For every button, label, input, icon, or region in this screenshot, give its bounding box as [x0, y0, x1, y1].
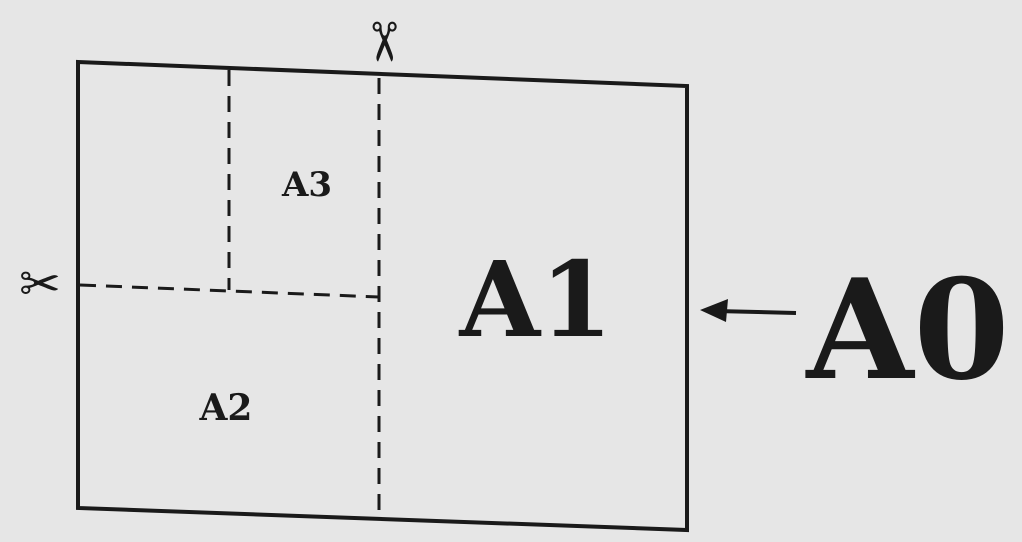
cut-line-horizontal [79, 283, 380, 299]
scissors-icon: ✂ [352, 19, 415, 64]
label-a3: A3 [281, 165, 332, 205]
label-a2: A2 [199, 387, 253, 429]
label-a1: A1 [458, 238, 612, 361]
scissors-icon: ✂ [19, 255, 61, 313]
label-a0: A0 [804, 248, 1009, 411]
arrow-left-icon [700, 299, 797, 322]
